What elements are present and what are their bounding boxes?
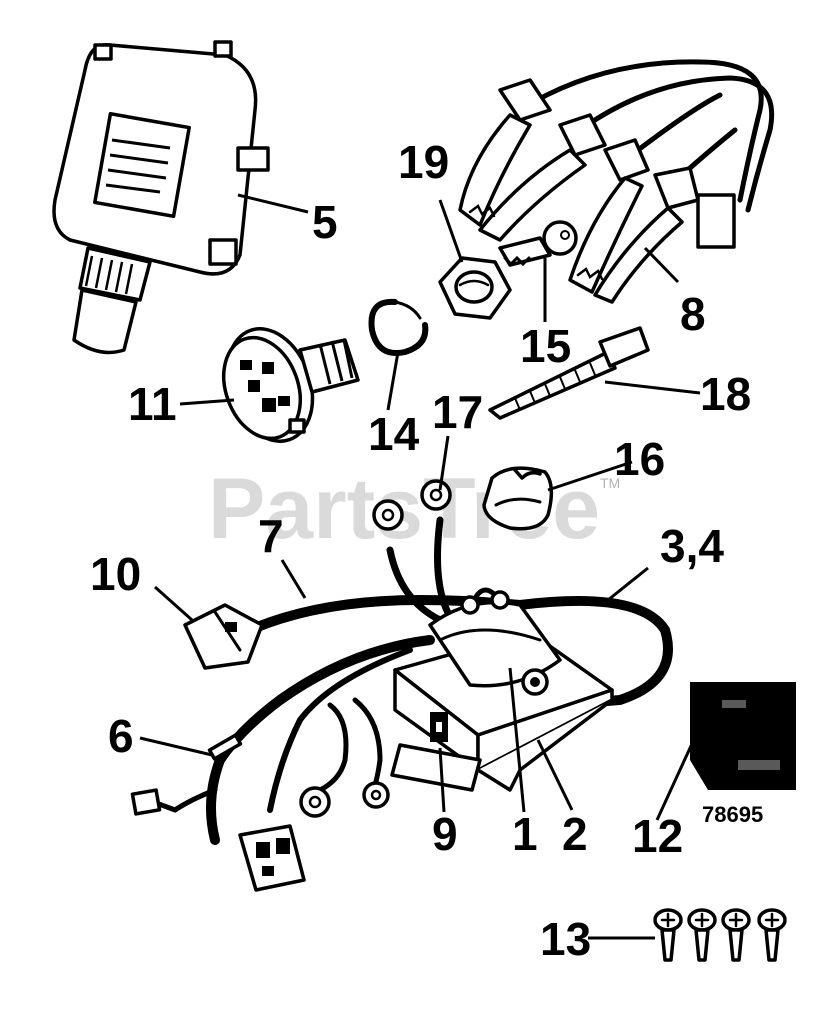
watermark-trademark: TM (600, 475, 620, 491)
key-part[interactable] (498, 220, 578, 267)
retaining-ring-part[interactable] (368, 298, 429, 356)
charger-cable-part[interactable] (458, 59, 775, 304)
callout-3-4: 3,4 (660, 520, 724, 572)
callout-17: 17 (432, 386, 483, 438)
wire-clip-part[interactable] (482, 466, 554, 531)
callout-9: 9 (432, 808, 458, 860)
decal-part[interactable] (690, 682, 796, 790)
drawing-number: 78695 (702, 802, 763, 827)
callout-1: 1 (512, 808, 538, 860)
callout-12: 12 (632, 810, 683, 862)
callout-10: 10 (90, 548, 141, 600)
callout-5: 5 (312, 196, 338, 248)
ignition-switch-part[interactable] (210, 317, 360, 453)
callout-labels: 5 19 8 15 11 14 17 18 16 7 10 3,4 6 12 9… (90, 136, 763, 965)
callout-18: 18 (700, 368, 751, 420)
callout-6: 6 (108, 710, 134, 762)
callout-14: 14 (368, 408, 420, 460)
leader-lines (139, 193, 701, 940)
nut-part[interactable] (438, 256, 512, 320)
callout-8: 8 (680, 288, 706, 340)
callout-19: 19 (398, 136, 449, 188)
callout-7: 7 (258, 510, 284, 562)
callout-15: 15 (520, 320, 571, 372)
cable-tie-part[interactable] (488, 326, 650, 420)
callout-11: 11 (128, 378, 177, 430)
callout-16: 16 (614, 433, 665, 485)
solenoid-assembly-part[interactable] (390, 590, 614, 792)
screws-part[interactable] (653, 908, 787, 962)
callout-13: 13 (540, 913, 591, 965)
callout-2: 2 (562, 808, 588, 860)
starter-motor-part[interactable] (52, 40, 270, 355)
